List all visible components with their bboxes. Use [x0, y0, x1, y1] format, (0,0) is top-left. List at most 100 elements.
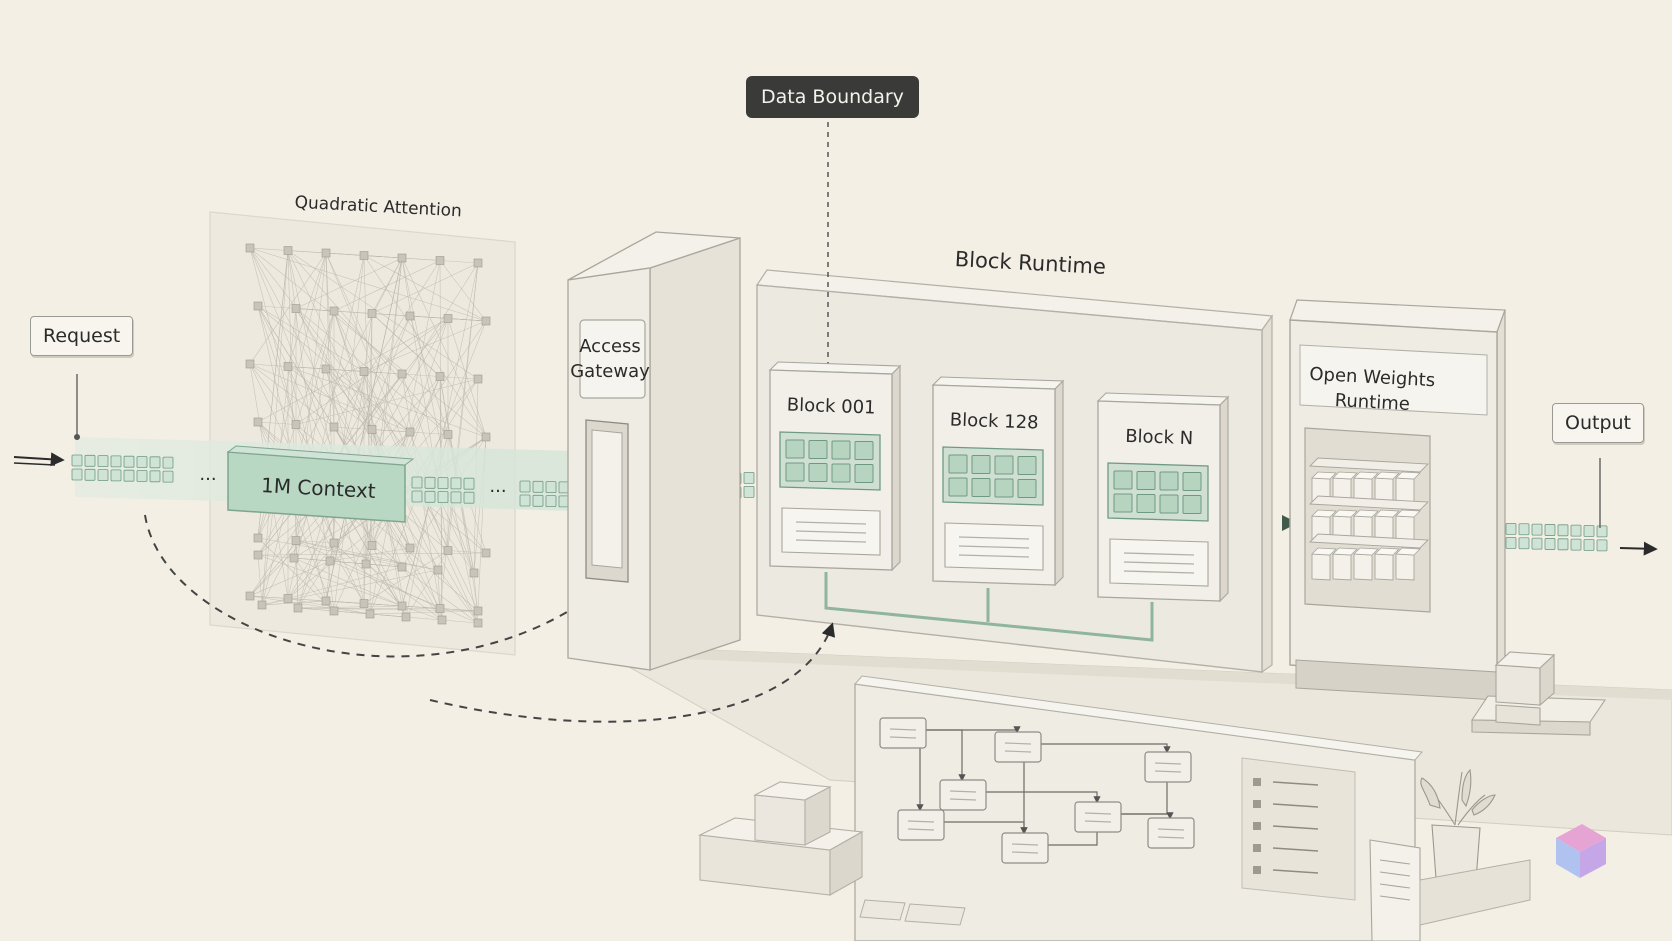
- attention-edge: [401, 566, 443, 621]
- attention-edge: [257, 537, 439, 571]
- attention-node: [367, 425, 377, 434]
- workflow-node: [994, 731, 1042, 763]
- attention-edge: [287, 250, 365, 604]
- block-runtime-label: Block Runtime: [954, 247, 1106, 279]
- token: [136, 456, 148, 468]
- attention-node: [473, 606, 483, 616]
- checklist-bullet: [1253, 800, 1261, 808]
- attention-edge: [261, 600, 327, 606]
- token: [1583, 539, 1595, 551]
- attention-edge: [447, 318, 487, 438]
- document-sheet: [1369, 839, 1421, 941]
- bypass-dashed-arrow: [144, 514, 603, 658]
- stacked-boxes-right: [1470, 651, 1607, 736]
- attention-edge: [293, 557, 403, 568]
- attention-node: [329, 538, 339, 548]
- attention-edge: [287, 566, 403, 599]
- keyboard-tiles: [859, 899, 966, 926]
- token: [97, 469, 109, 482]
- attention-edge: [325, 252, 475, 574]
- attention-node: [291, 420, 301, 429]
- attention-edge: [325, 368, 373, 430]
- attention-node: [291, 536, 301, 545]
- attention-edge: [297, 607, 479, 624]
- token: [1505, 537, 1517, 549]
- block-128-card: Block 128: [931, 376, 1065, 587]
- token: [1544, 538, 1556, 550]
- token: [437, 491, 449, 504]
- attention-node: [473, 618, 483, 628]
- attention-edge: [287, 250, 299, 609]
- token: [1531, 537, 1543, 550]
- token: [71, 468, 83, 481]
- checklist-line: [1272, 803, 1319, 808]
- input-arrow: [13, 452, 65, 467]
- attention-node: [443, 430, 453, 439]
- token: [519, 480, 531, 493]
- attention-edge: [401, 257, 479, 624]
- attention-node: [253, 533, 263, 543]
- token: [519, 494, 531, 507]
- attention-edge: [257, 537, 335, 612]
- access-gateway-label-line2: Gateway: [570, 361, 650, 382]
- attention-node: [321, 248, 331, 258]
- attention-node: [329, 422, 339, 432]
- attention-node: [473, 374, 483, 384]
- attention-edge: [401, 257, 487, 438]
- token: [123, 455, 135, 468]
- attention-node: [435, 372, 445, 381]
- attention-edge: [295, 540, 403, 568]
- token: [411, 476, 423, 489]
- weights-cube-stack: [1308, 457, 1430, 581]
- block-001-label: Block 001: [786, 394, 875, 418]
- attention-node: [401, 612, 411, 622]
- token: [545, 481, 557, 494]
- attention-node: [367, 541, 377, 550]
- attention-edge: [249, 595, 371, 615]
- attention-edge: [293, 310, 335, 559]
- quadratic-attention-panel: [209, 211, 516, 656]
- token: [1531, 523, 1543, 536]
- request-pointer-dot: [74, 434, 80, 440]
- attention-edge: [371, 313, 441, 377]
- attention-edge: [447, 318, 487, 322]
- workflow-node: [1074, 801, 1122, 833]
- attention-edge: [249, 560, 331, 597]
- output-arrow: [1619, 541, 1658, 556]
- attention-node: [253, 417, 263, 427]
- output-callout: Output: [1552, 403, 1644, 443]
- data-boundary-tag: Data Boundary: [746, 76, 919, 118]
- attention-edge: [249, 252, 327, 365]
- attention-node: [283, 362, 293, 371]
- cube-stack-left: [698, 781, 864, 896]
- attention-edge: [287, 250, 449, 435]
- attention-edge: [363, 320, 487, 372]
- token: [1570, 538, 1582, 551]
- attention-edge: [333, 260, 441, 428]
- attention-node: [361, 559, 371, 569]
- token: [1518, 523, 1530, 536]
- attention-node: [481, 316, 491, 326]
- attention-edge: [257, 554, 263, 606]
- token: [1596, 539, 1608, 552]
- checklist-line: [1272, 781, 1319, 786]
- token: [149, 456, 161, 469]
- checklist-bullet: [1253, 866, 1261, 874]
- attention-node: [359, 599, 369, 608]
- quadratic-attention-label: Quadratic Attention: [294, 193, 462, 222]
- open-weights-label-line2: Runtime: [1334, 390, 1410, 415]
- token: [110, 469, 122, 482]
- checklist-line: [1272, 869, 1319, 874]
- attention-node: [397, 253, 407, 263]
- token: [71, 454, 83, 467]
- checklist-bullet: [1253, 778, 1261, 786]
- logo-cube-icon: [1556, 824, 1606, 878]
- token: [1518, 537, 1530, 550]
- token: [1570, 524, 1582, 537]
- attention-edge: [325, 252, 441, 261]
- workflow-graph: [879, 717, 1195, 864]
- token: [162, 456, 174, 469]
- workflow-node: [879, 717, 927, 749]
- desk-slab: [1419, 859, 1531, 926]
- checklist-line: [1272, 847, 1319, 852]
